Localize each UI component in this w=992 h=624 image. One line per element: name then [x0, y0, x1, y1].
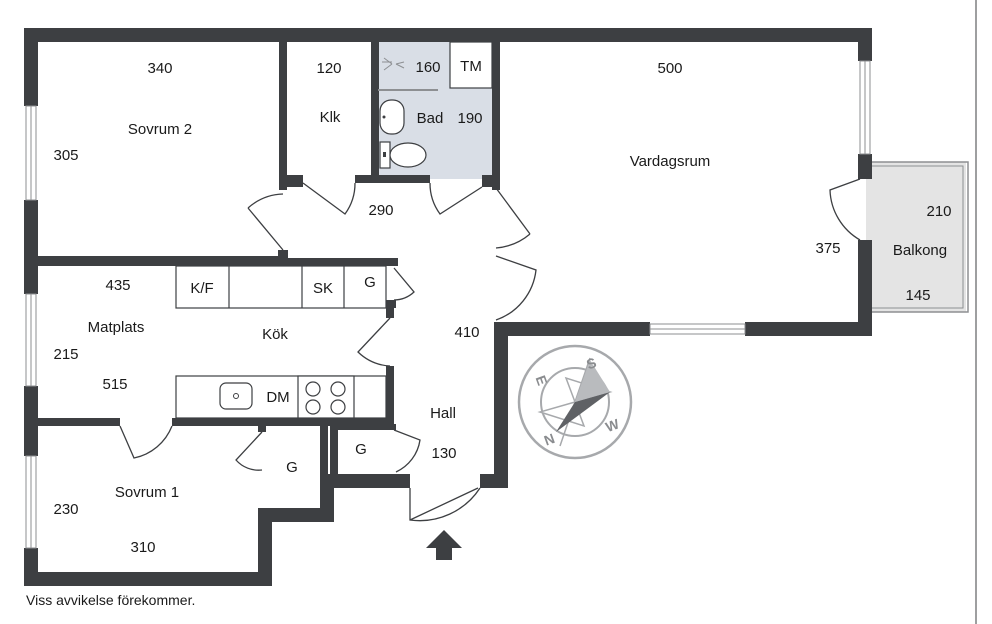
sovrum1-name: Sovrum 1	[115, 484, 179, 501]
compass-w-label: W	[603, 415, 622, 435]
sovrum2-name: Sovrum 2	[128, 121, 192, 138]
g2-label: G	[286, 459, 298, 476]
sovrum1-height: 230	[53, 501, 78, 518]
balkong-height: 145	[905, 287, 930, 304]
room-labels: 340 Sovrum 2 305 120 Klk 160 TM Bad 190 …	[53, 58, 951, 556]
hall-width: 410	[454, 324, 479, 341]
compass-n-label: N	[542, 430, 557, 448]
dm-label: DM	[266, 389, 289, 406]
balkong-width: 210	[926, 203, 951, 220]
compass-e-label: E	[533, 373, 551, 387]
shower-icon	[382, 57, 405, 71]
klk-name: Klk	[320, 109, 341, 126]
compass-icon: S W N E	[517, 344, 633, 460]
bad-width: 160	[415, 59, 440, 76]
kitchen-fixtures	[175, 265, 387, 419]
klk-width: 120	[316, 60, 341, 77]
hall-height: 130	[431, 445, 456, 462]
vardagsrum-height: 375	[815, 240, 840, 257]
doors	[119, 178, 861, 522]
hall-name: Hall	[430, 405, 456, 422]
balcony-fill	[866, 162, 966, 312]
entrance-arrow-icon	[426, 530, 462, 560]
sovrum1-width: 310	[130, 539, 155, 556]
g3-label: G	[355, 441, 367, 458]
vardagsrum-name: Vardagsrum	[630, 153, 711, 170]
sovrum2-width: 340	[147, 60, 172, 77]
bad-tm: TM	[460, 58, 482, 75]
kok-width: 435	[105, 277, 130, 294]
hall-corridor-width: 290	[368, 202, 393, 219]
walls	[24, 28, 872, 586]
disclaimer-note: Viss avvikelse förekommer.	[26, 592, 195, 608]
balcony-outline-inner	[866, 165, 964, 309]
balcony-outline	[866, 161, 969, 313]
bad-height: 190	[457, 110, 482, 127]
bathroom-fixtures	[378, 41, 493, 169]
kok-height: 515	[102, 376, 127, 393]
matplats-height: 215	[53, 346, 78, 363]
matplats-name: Matplats	[88, 319, 145, 336]
windows	[25, 60, 871, 549]
vardagsrum-width: 500	[657, 60, 682, 77]
g1-label: G	[364, 274, 376, 291]
sk-label: SK	[313, 280, 333, 297]
kok-name: Kök	[262, 326, 288, 343]
sovrum2-height: 305	[53, 147, 78, 164]
balkong-name: Balkong	[893, 242, 947, 259]
sink-icon	[379, 99, 405, 135]
bad-name: Bad	[417, 110, 444, 127]
kf-label: K/F	[190, 280, 213, 297]
